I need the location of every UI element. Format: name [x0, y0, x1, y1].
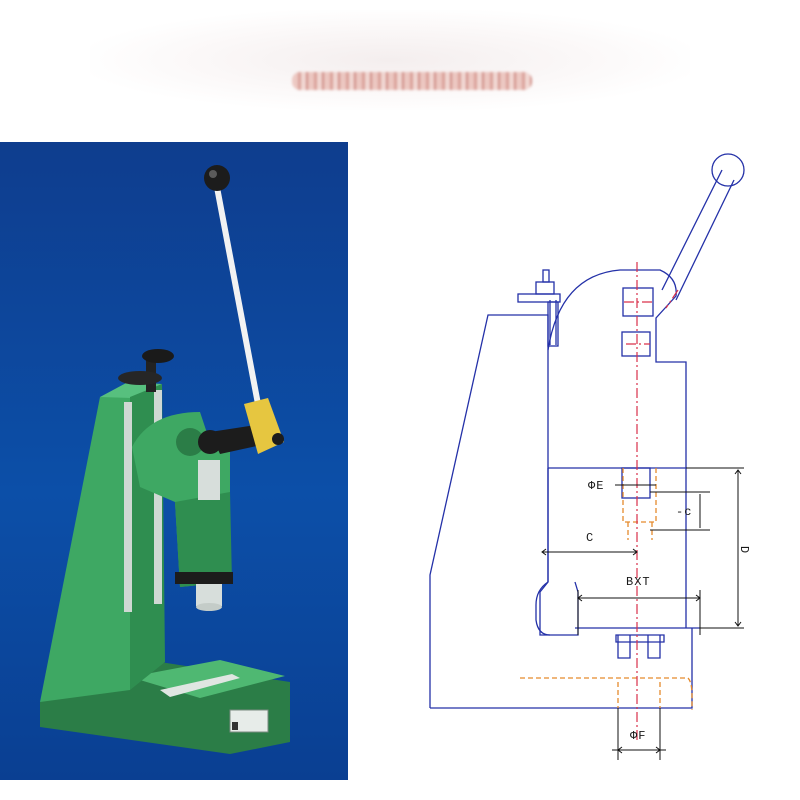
- product-photo: [0, 142, 348, 780]
- hidden-lines: [520, 468, 693, 710]
- centerlines: [624, 262, 679, 740]
- height-d-label: D: [737, 545, 752, 555]
- technical-drawing: ΦE -c C D BXT ΦF: [360, 130, 790, 800]
- header-watermark-text: [292, 72, 532, 90]
- dimension-lines: [541, 467, 744, 760]
- hand-press-illustration: [40, 165, 290, 754]
- press-outline-drawing: [429, 153, 745, 760]
- slot-bxt-label: BXT: [626, 575, 651, 589]
- press-handle: [213, 179, 261, 407]
- throat-c-label: C: [586, 531, 595, 545]
- press-ram: [198, 460, 220, 500]
- body-outline: [429, 153, 745, 709]
- handle-knob: [204, 165, 230, 191]
- bore-e-label: ΦE: [588, 479, 605, 493]
- stroke-c-label: -c: [676, 505, 693, 519]
- header-watermark: [90, 10, 690, 110]
- nameplate: [229, 709, 269, 733]
- press-column: [40, 397, 130, 702]
- bore-f-label: ΦF: [630, 729, 647, 743]
